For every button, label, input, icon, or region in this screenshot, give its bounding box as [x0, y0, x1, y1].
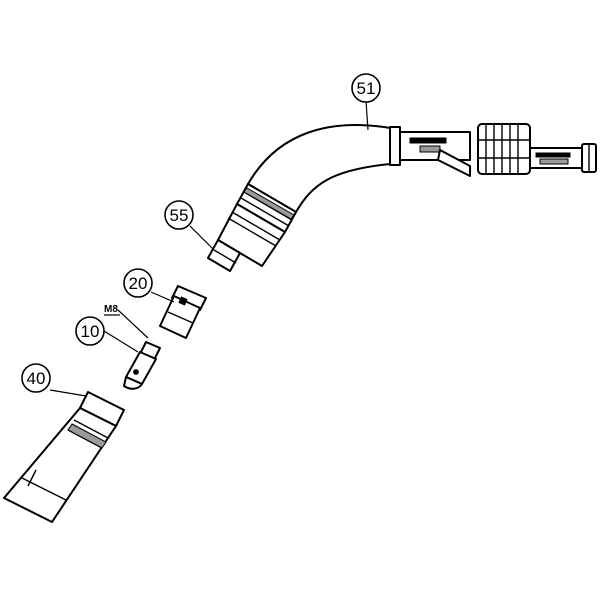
callout-55: 55 [164, 200, 194, 230]
callout-40: 40 [21, 363, 51, 393]
callout-label-55: 55 [170, 206, 189, 225]
leader-lines [49, 100, 369, 397]
thread-size-label: M8 [104, 304, 120, 316]
callout-20: 20 [123, 268, 153, 298]
thread-label: M8 [104, 304, 118, 315]
gas-nozzle-40 [3, 391, 125, 523]
callout-label-10: 10 [81, 322, 100, 341]
callout-51: 51 [351, 73, 381, 103]
tip-holder-20 [159, 285, 207, 339]
callout-label-51: 51 [357, 79, 376, 98]
contact-tip-10 [123, 341, 161, 390]
torch-neck-51 [236, 123, 597, 233]
callout-10: 10 [75, 316, 105, 346]
callout-label-20: 20 [129, 274, 148, 293]
callout-label-40: 40 [27, 369, 46, 388]
gas-diffuser-55 [207, 203, 286, 272]
